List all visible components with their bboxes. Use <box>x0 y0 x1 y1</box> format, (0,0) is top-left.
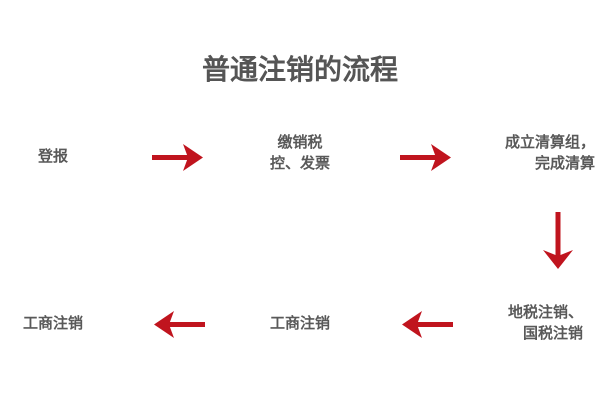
node-label-line-2: 控、发票 <box>270 154 331 172</box>
node-label: 工商注销 <box>23 314 84 332</box>
node-label-line-1: 地税注销、 <box>508 303 584 321</box>
node-tax-control: 缴销税 控、发票 <box>270 132 330 174</box>
arrow-right-icon <box>400 144 451 171</box>
node-label: 登报 <box>38 147 69 165</box>
node-register: 登报 <box>38 146 68 167</box>
node-label-line-2: 完成清算 <box>535 154 596 172</box>
node-label-line-2: 国税注销 <box>523 324 584 342</box>
node-liquidation: 成立清算组， 完成清算 <box>505 132 595 174</box>
arrow-left-icon <box>154 311 205 338</box>
diagram-title: 普通注销的流程 <box>201 53 398 86</box>
arrow-left-icon <box>402 311 453 338</box>
node-tax-cancel: 地税注销、 国税注销 <box>508 302 583 344</box>
arrow-right-icon <box>152 144 203 171</box>
node-label: 工商注销 <box>270 314 331 332</box>
node-label-line-1: 成立清算组， <box>505 133 596 151</box>
arrow-down-icon <box>543 212 573 269</box>
node-business-cancel-1: 工商注销 <box>270 313 330 334</box>
node-business-cancel-2: 工商注销 <box>23 313 83 334</box>
node-label-line-1: 缴销税 <box>277 133 323 151</box>
